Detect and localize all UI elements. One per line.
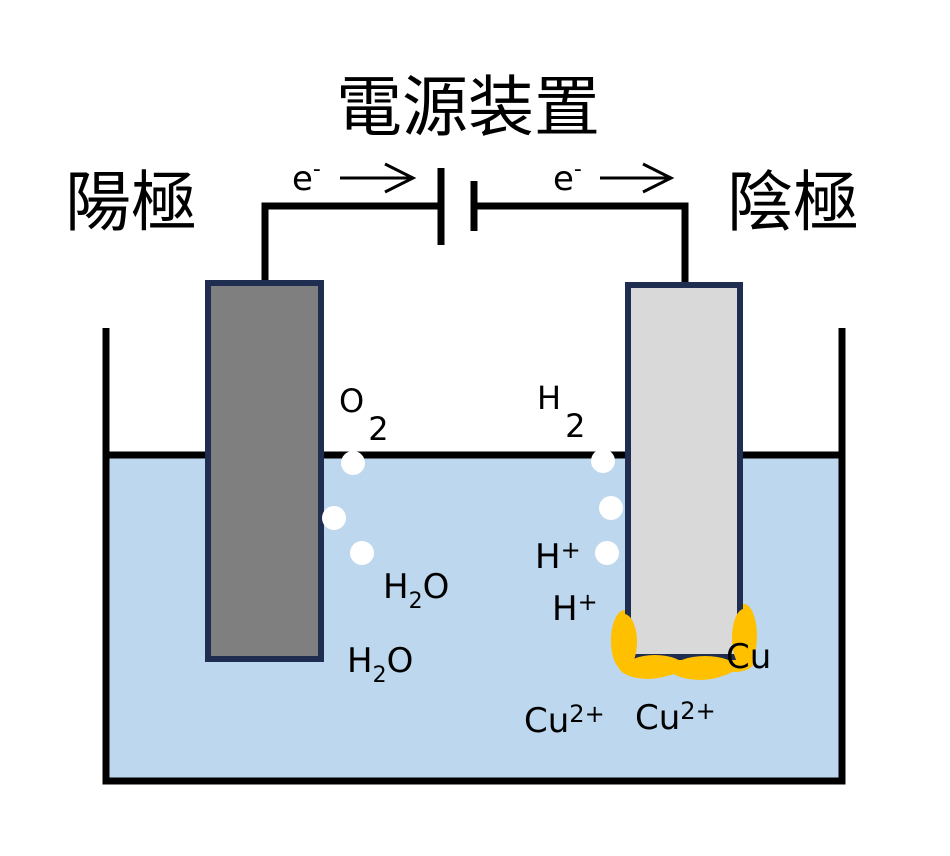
arrow-right-icon bbox=[340, 162, 417, 194]
copper-ion-label: Cu2+ bbox=[524, 700, 605, 741]
arrow-right-icon bbox=[600, 162, 675, 194]
water-molecule-label: H2O bbox=[347, 641, 413, 688]
wire-right bbox=[473, 202, 689, 283]
wire-left bbox=[261, 202, 440, 283]
beaker bbox=[102, 328, 846, 785]
hydrogen-gas-label: H2 bbox=[537, 379, 585, 445]
electron-flow-left: e- bbox=[292, 157, 321, 199]
cathode-label: 陰極 bbox=[727, 164, 859, 241]
oxygen-bubbles bbox=[322, 451, 374, 565]
power-supply-label: 電源装置 bbox=[336, 69, 600, 146]
oxygen-gas-label: O2 bbox=[339, 382, 389, 448]
cathode-electrode bbox=[625, 282, 743, 660]
water-molecule-label: H2O bbox=[383, 567, 449, 614]
anode-electrode bbox=[205, 280, 324, 662]
hydrogen-ion-label: H+ bbox=[535, 536, 581, 577]
hydrogen-bubbles bbox=[591, 449, 623, 565]
hydrogen-ion-label: H+ bbox=[552, 588, 598, 629]
copper-deposit-front bbox=[611, 609, 756, 678]
electron-flow-right: e- bbox=[553, 157, 582, 199]
copper-deposit-label: Cu bbox=[726, 637, 771, 677]
anode-label: 陽極 bbox=[65, 164, 197, 241]
copper-ion-label: Cu2+ bbox=[635, 697, 716, 738]
